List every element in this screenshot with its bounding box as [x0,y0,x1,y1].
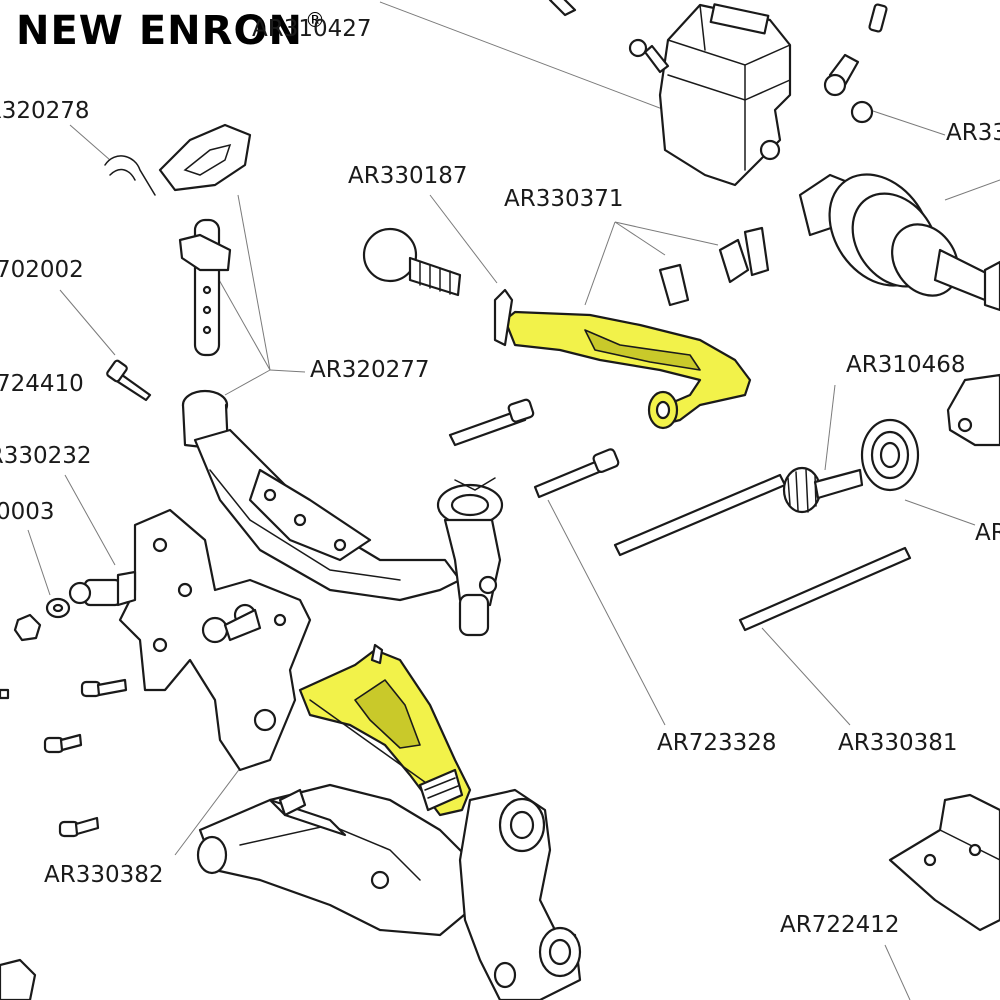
screw-702002 [106,359,152,402]
body-mount-clip [104,123,252,196]
label-ar33-top: AR33 [946,120,1000,146]
left-screws [43,678,128,838]
e-clip [493,288,514,347]
label-0003: 0003 [0,499,55,525]
part-labels: AR310427 AR320278 AR330187 AR330371 AR33… [0,16,1000,938]
label-ar330371: AR330371 [504,186,624,212]
label-702002: 702002 [0,257,84,283]
lower-arm-assembly [196,783,472,937]
differential-ring-gear [798,173,1000,312]
ball-stud [362,227,462,297]
leader-lines [27,1,1000,1000]
label-ar320278: AR320278 [0,98,90,124]
label-ar320277: AR320277 [310,357,430,383]
label-ar310468: AR310468 [846,352,966,378]
small-clips [658,226,770,307]
bottom-left-part [0,958,37,1000]
gearbox-case [658,3,792,187]
body-mount-bracket [181,389,462,602]
brand-text: NEW ENRON [16,8,303,54]
upper-suspension-arm-highlighted [503,310,752,430]
right-edge-part [946,373,1000,447]
label-ar330381: AR330381 [838,730,958,756]
registered-mark: ® [304,8,326,32]
steering-knuckle [458,788,582,1000]
chassis-brace-plate [888,793,1000,932]
label-ar330232: AR330232 [0,443,92,469]
body-post [178,218,232,357]
steering-pivot [436,477,504,637]
brand-watermark: NEW ENRON® [16,8,326,54]
washers-and-nuts [0,597,71,700]
label-ar310427: AR310427 [252,16,372,42]
hinge-pins [448,398,912,632]
label-ar330187: AR330187 [348,163,468,189]
pinion-gear-and-bearing [782,418,920,514]
lower-suspension-arm-highlighted [298,643,472,817]
label-ar-right: AR [975,520,1000,546]
ball-joint-stud [68,570,262,644]
label-ar723328: AR723328 [657,730,777,756]
label-724410: 724410 [0,371,84,397]
label-ar722412: AR722412 [780,912,900,938]
label-ar330382: AR330382 [44,862,164,888]
top-bolts [548,0,888,124]
